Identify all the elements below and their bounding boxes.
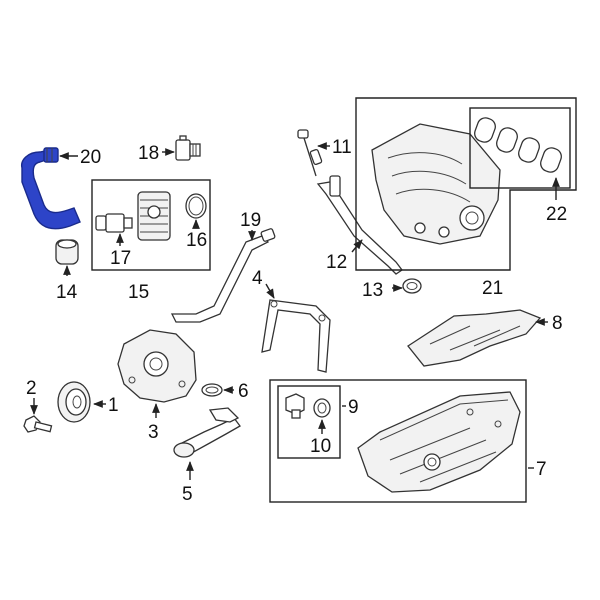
plug-part-14[interactable] <box>55 239 79 265</box>
baffle-part-8[interactable] <box>407 309 542 367</box>
leader-12 <box>351 239 363 253</box>
group-box-21 <box>355 97 577 271</box>
group-box-9 <box>277 385 341 459</box>
intake-manifold[interactable] <box>371 123 501 245</box>
callout-9: 9 <box>348 397 359 418</box>
callout-8: 8 <box>552 313 563 334</box>
o-ring-part-16[interactable] <box>185 193 207 219</box>
leader-4 <box>265 283 275 299</box>
callout-4: 4 <box>252 268 263 289</box>
pulley-part-1[interactable] <box>57 381 91 423</box>
o-ring-part-6[interactable] <box>201 383 223 397</box>
oil-pump-part-3[interactable] <box>117 329 197 403</box>
bolt-part-2[interactable] <box>23 415 53 433</box>
callout-7: 7 <box>536 459 547 480</box>
callout-22: 22 <box>546 204 567 225</box>
hose-part-20[interactable] <box>21 147 81 230</box>
cover-gasket-part-4[interactable] <box>261 299 331 373</box>
callout-10: 10 <box>310 436 331 457</box>
callout-11: 11 <box>332 137 352 158</box>
callout-20: 20 <box>80 147 101 168</box>
callout-1: 1 <box>108 395 119 416</box>
group-box-15 <box>91 179 211 271</box>
callout-13: 13 <box>362 280 383 301</box>
callout-16: 16 <box>186 230 207 251</box>
callout-6: 6 <box>238 381 249 402</box>
callout-21: 21 <box>482 278 503 299</box>
callout-14: 14 <box>56 282 78 303</box>
washer-part-10[interactable] <box>313 398 331 418</box>
pickup-tube-part-5[interactable] <box>173 407 241 458</box>
oil-cooler[interactable] <box>137 191 171 241</box>
callout-19: 19 <box>240 210 261 231</box>
callout-5: 5 <box>182 484 193 505</box>
callout-12: 12 <box>326 252 347 273</box>
callout-15: 15 <box>128 282 149 303</box>
callout-3: 3 <box>148 422 159 443</box>
callout-18: 18 <box>138 143 159 164</box>
washer-part-13[interactable] <box>402 278 422 294</box>
group-box-22 <box>469 107 571 189</box>
gasket-set-part-22[interactable] <box>472 116 563 175</box>
group-box-7 <box>269 379 527 503</box>
adapter-part-17[interactable] <box>95 213 133 233</box>
drain-plug[interactable] <box>285 393 305 419</box>
dipstick-part-11[interactable] <box>297 129 323 177</box>
oil-pan[interactable] <box>357 391 521 493</box>
sensor-part-18[interactable] <box>175 135 201 161</box>
callout-2: 2 <box>26 378 37 399</box>
tube-part-19[interactable] <box>170 228 276 323</box>
callout-17: 17 <box>110 248 131 269</box>
